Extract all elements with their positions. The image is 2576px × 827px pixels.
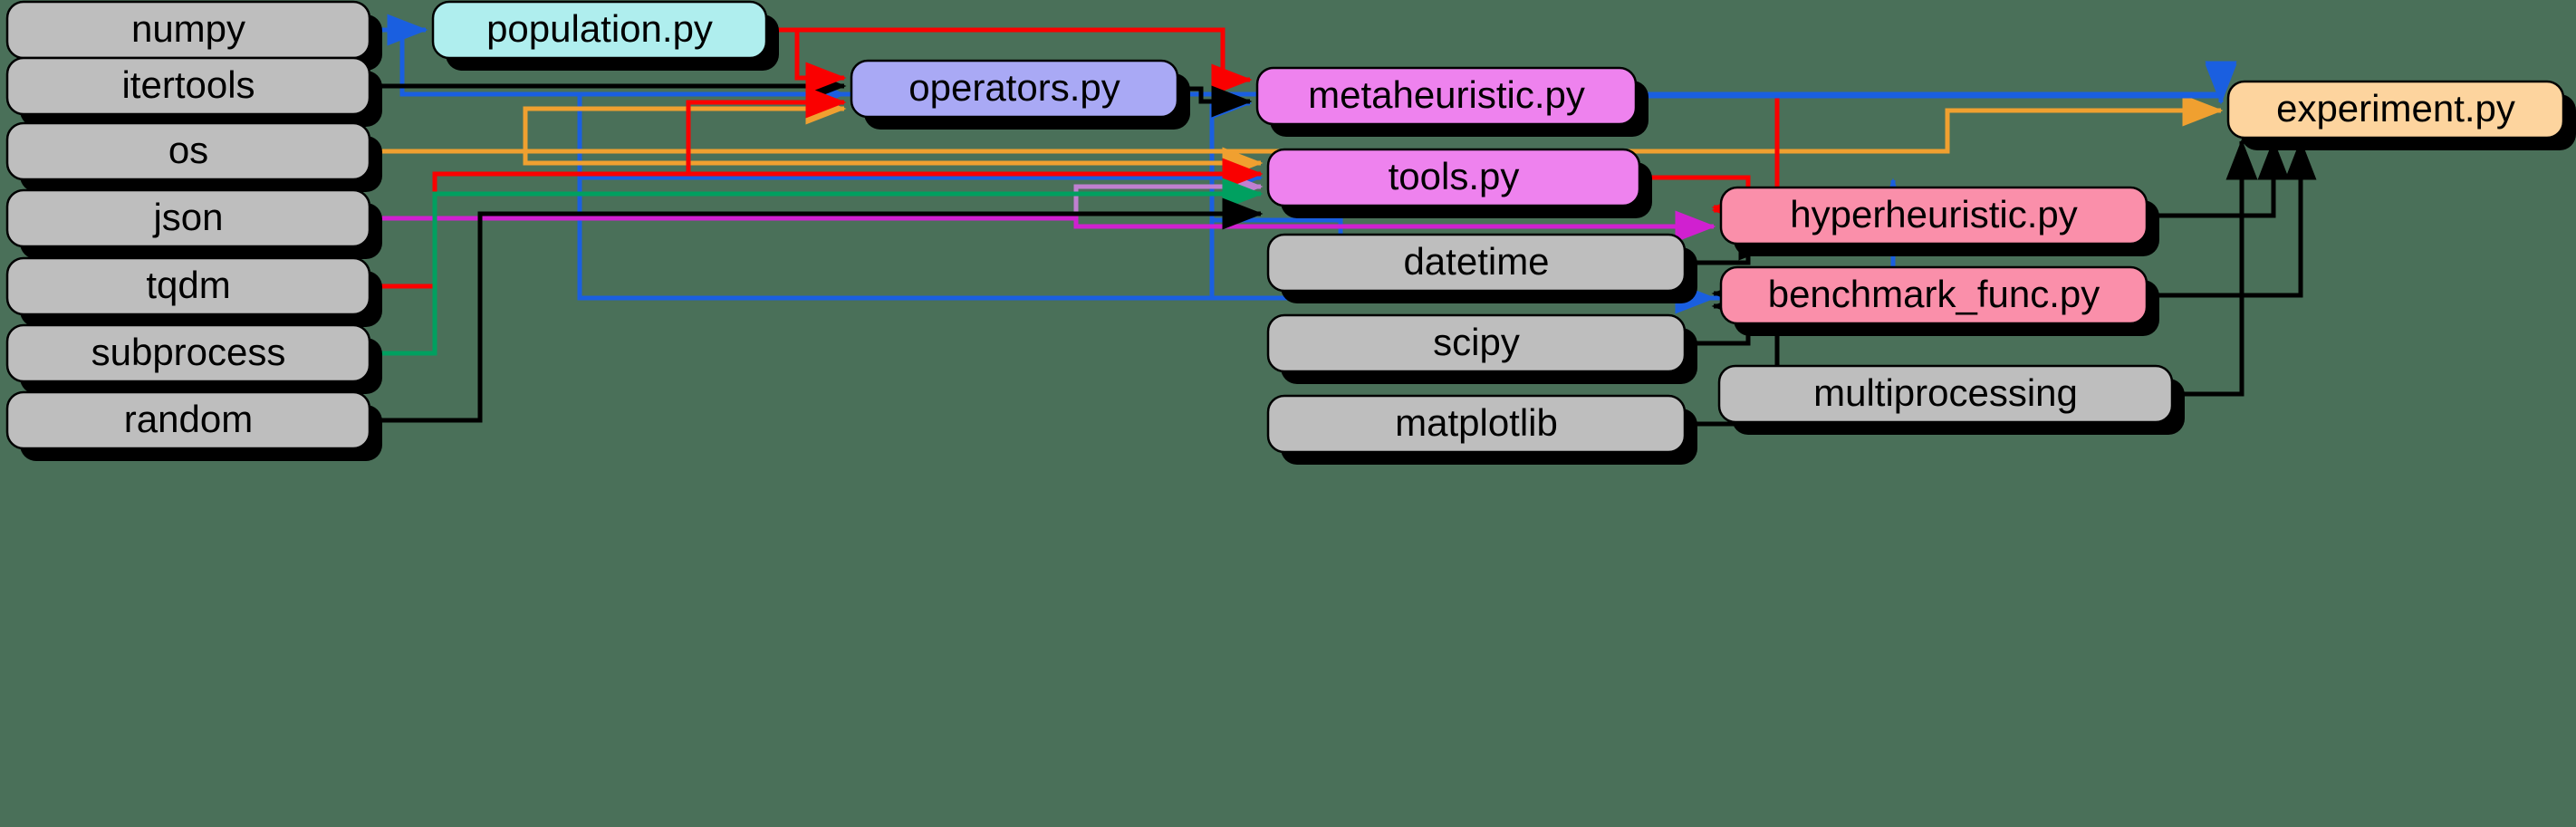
- node-population[interactable]: population.py: [431, 0, 779, 71]
- node-box-tqdm[interactable]: [5, 256, 371, 316]
- node-datetime[interactable]: datetime: [1266, 233, 1697, 303]
- node-json[interactable]: json: [5, 188, 382, 259]
- node-box-random[interactable]: [5, 390, 371, 450]
- node-box-os[interactable]: [5, 121, 371, 181]
- node-operators[interactable]: operators.py: [850, 59, 1190, 130]
- edge-population-to-metaheuristic: [768, 27, 1253, 96]
- edge-os-to-experiment: [371, 94, 2224, 154]
- node-tqdm[interactable]: tqdm: [5, 256, 382, 327]
- node-random[interactable]: random: [5, 390, 382, 461]
- edge-population-to-operators: [768, 27, 847, 94]
- node-box-datetime[interactable]: [1266, 233, 1687, 293]
- node-matplotlib[interactable]: matplotlib: [1266, 394, 1697, 465]
- node-metaheuristic[interactable]: metaheuristic.py: [1255, 66, 1648, 137]
- node-itertools[interactable]: itertools: [5, 56, 382, 127]
- edge-multiprocessing-to-experiment: [2174, 139, 2258, 397]
- node-multiprocessing[interactable]: multiprocessing: [1717, 364, 2185, 435]
- node-numpy[interactable]: numpy: [5, 0, 382, 71]
- node-box-population[interactable]: [431, 0, 768, 60]
- edge-operators-to-metaheuristic: [1179, 85, 1253, 118]
- node-box-hyperheuristic[interactable]: [1719, 186, 2148, 245]
- node-benchmark_func[interactable]: benchmark_func.py: [1719, 265, 2159, 336]
- node-box-metaheuristic[interactable]: [1255, 66, 1638, 126]
- node-box-json[interactable]: [5, 188, 371, 248]
- node-box-multiprocessing[interactable]: [1717, 364, 2174, 424]
- node-box-benchmark_func[interactable]: [1719, 265, 2148, 325]
- node-tools[interactable]: tools.py: [1266, 148, 1652, 218]
- edge-random-to-tools: [371, 197, 1264, 423]
- edge-tqdm-to-tools: [371, 158, 1264, 289]
- node-box-tools[interactable]: [1266, 148, 1641, 207]
- node-box-numpy[interactable]: [5, 0, 371, 60]
- edge-hyperheuristic-to-experiment: [2148, 139, 2290, 218]
- node-os[interactable]: os: [5, 121, 382, 192]
- node-hyperheuristic[interactable]: hyperheuristic.py: [1719, 186, 2159, 256]
- edge-json-to-hyperheuristic: [371, 210, 1716, 243]
- node-experiment[interactable]: experiment.py: [2226, 80, 2576, 150]
- node-box-itertools[interactable]: [5, 56, 371, 116]
- edge-metaheuristic-to-experiment: [1638, 61, 2237, 102]
- node-subprocess[interactable]: subprocess: [5, 323, 382, 394]
- node-box-experiment[interactable]: [2226, 80, 2565, 139]
- node-box-subprocess[interactable]: [5, 323, 371, 383]
- edge-subprocess-to-tools: [371, 178, 1264, 356]
- node-box-scipy[interactable]: [1266, 313, 1687, 373]
- node-box-operators[interactable]: [850, 59, 1179, 119]
- node-box-matplotlib[interactable]: [1266, 394, 1687, 454]
- edge-os-to-operators: [371, 92, 847, 154]
- edge-benchmark_func-to-experiment: [2148, 139, 2317, 298]
- node-scipy[interactable]: scipy: [1266, 313, 1697, 384]
